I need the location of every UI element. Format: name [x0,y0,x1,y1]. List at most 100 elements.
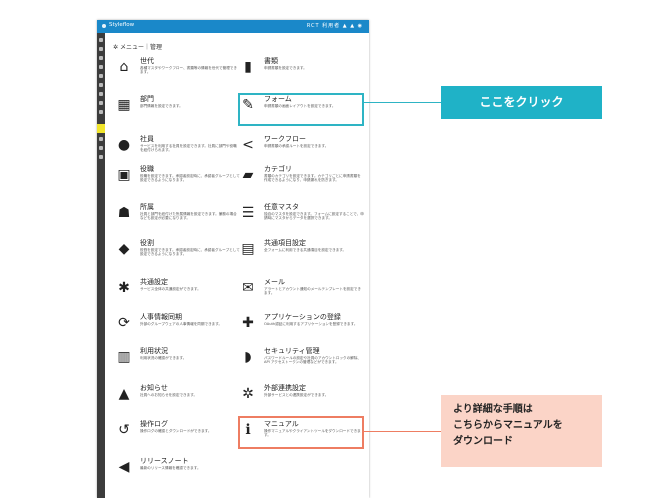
bell-icon: ▲ [118,386,130,402]
menu-item-folder[interactable]: ▰カテゴリ書類のカテゴリを設定できます。カテゴリごとに申請書類を作成できるように… [240,164,365,194]
menu-item-title[interactable]: 共通設定 [140,278,168,286]
menu-item-building[interactable]: ▦部門部門情報を設定できます。 [116,94,241,124]
menu-item-history[interactable]: ↺操作ログ操作ログの確認とダウンロードができます。 [116,419,241,449]
sidebar-doc-icon[interactable] [99,56,103,60]
menu-item-description: 役職を設定できます。承認者設定時に、承認者グループとして設定できるようになります… [140,174,240,183]
chart-icon: ▥ [117,349,131,365]
breadcrumb-text: メニュー｜管理 [119,44,162,51]
menu-item-title[interactable]: 操作ログ [140,420,168,428]
menu-item-description: 書類のカテゴリを設定できます。カテゴリごとに申請書類を作成できるようになり、申請… [264,174,361,183]
gears-icon: ✲ [242,386,254,402]
menu-item-tag[interactable]: ◆役割役割を設定できます。承認者設定時に、承認者グループとして設定できるようにな… [116,238,241,268]
menu-item-envelope[interactable]: ✉ メールアラートとアカウント通知のメールテンプレートを設定できます。 [240,277,365,307]
menu-item-description: 申請書類を設定できます。 [264,66,307,70]
envelope-icon: ✉ [242,280,254,296]
menu-item-description: 役割を設定できます。承認者設定時に、承認者グループとして設定できるようになります… [140,248,240,257]
menu-item-title[interactable]: 共通項目設定 [264,239,306,247]
sidebar-search-icon[interactable] [99,83,103,87]
gear-icon: ✱ [118,280,130,296]
menu-item-description: 各種マスタやワークフロー、書類等の情報を世代で管理できます。 [140,66,237,75]
menu-item-share[interactable]: < ワークフロー申請書類の承認ルートを設定できます。 [240,134,365,164]
menu-item-description: 独自のマスタを設定できます。フォームに設定することで、申請時にマスタからデータを… [264,212,364,221]
sidebar-list-icon[interactable] [99,110,103,114]
menu-item-user[interactable]: ●社員サービスを利用する社員を設定できます。社員に部門や役職を紐付けられます。 [116,134,241,164]
home-icon: ⌂ [119,59,129,75]
menu-item-description: パスワードルールの設定や社員のアカウントロックの解除、API アクセストークンの… [264,356,362,365]
menu-item-title[interactable]: 所属 [140,203,154,211]
sidebar-profile-icon[interactable] [99,137,103,141]
sidebar-user-icon[interactable] [99,92,103,96]
menu-item-title[interactable]: メール [264,278,285,286]
menu-item-title[interactable]: お知らせ [140,384,168,392]
list-icon: ☰ [241,205,255,221]
menu-item-title[interactable]: カテゴリ [264,165,292,173]
edit-icon: ✎ [242,97,254,113]
menu-item-title[interactable]: 任意マスタ [264,203,299,211]
menu-item-description: OAuth認証に利用するアプリケーションを登録できます。 [264,322,358,326]
menu-item-title[interactable]: アプリケーションの登録 [264,313,341,321]
menu-item-title[interactable]: 部門 [140,95,154,103]
menu-item-edit[interactable]: ✎フォーム申請書類の画面レイアウトを設定できます。 [240,94,365,124]
menu-item-description: 全フォームに利用できる共通項目を設定できます。 [264,248,347,252]
sidebar-chart-icon[interactable] [99,101,103,105]
menu-item-title[interactable]: リリースノート [140,457,189,465]
sidebar-tools-icon[interactable] [99,74,103,78]
menu-item-title[interactable]: セキュリティ管理 [264,347,320,355]
menu-item-table[interactable]: ▤共通項目設定全フォームに利用できる共通項目を設定できます。 [240,238,365,268]
brand-name: Styleflow [109,22,135,28]
menu-item-users[interactable]: ☗ 所属社員と部門を紐付けた所属情報を設定できます。兼務の場合なども設定が必要にな… [116,202,241,232]
menu-item-description: 外部のグループウェアの人事情報を同期できます。 [140,322,223,326]
sidebar [97,33,105,498]
manual-callout-line-2: こちらからマニュアルを [453,420,563,431]
menu-item-description: 社員と部門を紐付けた所属情報を設定できます。兼務の場合なども設定が必要になります… [140,212,237,221]
gears-icon: ✲ [113,44,120,51]
menu-item-title[interactable]: 役職 [140,165,154,173]
menu-item-description: 最新のリリース情報を確認できます。 [140,466,201,470]
users-icon: ☗ [117,205,131,221]
app-window: Styleflow RCT 利用者 ▲ ▲ ◉ ✲ メニュー｜管理 ⌂ 世代各種マ… [97,20,369,498]
menu-item-description: アラートとアカウント通知のメールテンプレートを設定できます。 [264,287,361,296]
manual-highlight-box [238,416,364,449]
sidebar-edit-icon[interactable] [99,47,103,51]
menu-item-description: 申請書類の承認ルートを設定できます。 [264,144,329,148]
menu-item-title[interactable]: 役割 [140,239,154,247]
top-navigation[interactable]: RCT 利用者 ▲ ▲ ◉ [306,23,363,29]
plus-icon: ✚ [242,315,254,331]
sidebar-home-icon[interactable] [99,38,103,42]
menu-item-title[interactable]: 社員 [140,135,154,143]
menu-item-title[interactable]: 外部連携設定 [264,384,306,392]
menu-item-title[interactable]: 書類 [264,57,278,65]
sidebar-settings-icon[interactable] [99,146,103,150]
menu-item-megaphone[interactable]: ◀リリースノート最新のリリース情報を確認できます。 [116,456,241,486]
menu-item-gear[interactable]: ✱ 共通設定サービス全体の共通設定ができます。 [116,277,241,307]
menu-item-title[interactable]: マニュアル [264,420,299,428]
menu-item-gears[interactable]: ✲外部連携設定外部サービスとの連携設定ができます。 [240,383,365,413]
menu-item-badge[interactable]: ▣ 役職役職を設定できます。承認者設定時に、承認者グループとして設定できるようにな… [116,164,241,194]
sidebar-inbox-icon[interactable] [99,65,103,69]
manual-download-callout: より詳細な手順は こちらからマニュアルを ダウンロード [441,395,602,467]
menu-item-description: サービス全体の共通設定ができます。 [140,287,201,291]
manual-callout-line-1: より詳細な手順は [453,404,533,415]
info-icon: ℹ [245,422,251,438]
menu-item-title[interactable]: フォーム [264,95,292,103]
badge-icon: ▣ [117,167,131,183]
menu-item-shield[interactable]: ◗セキュリティ管理パスワードルールの設定や社員のアカウントロックの解除、API … [240,346,365,376]
menu-item-title[interactable]: 利用状況 [140,347,168,355]
menu-item-description: 部門情報を設定できます。 [140,104,183,108]
share-icon: < [242,137,254,153]
menu-item-bell[interactable]: ▲お知らせ社員へのお知らせを設定できます。 [116,383,241,413]
menu-item-title[interactable]: ワークフロー [264,135,306,143]
sidebar-logout-icon[interactable] [99,155,103,159]
menu-item-description: サービスを利用する社員を設定できます。社員に部門や役職を紐付けられます。 [140,144,237,153]
menu-item-chart[interactable]: ▥利用状況利用状況の確認ができます。 [116,346,241,376]
sidebar-admin-icon[interactable] [97,124,105,133]
menu-item-home[interactable]: ⌂ 世代各種マスタやワークフロー、書類等の情報を世代で管理できます。 [116,56,241,86]
menu-item-list[interactable]: ☰ 任意マスタ独自のマスタを設定できます。フォームに設定することで、申請時にマスタ… [240,202,365,232]
menu-item-title[interactable]: 世代 [140,57,154,65]
menu-item-title[interactable]: 人事情報同期 [140,313,182,321]
menu-item-book[interactable]: ▮書類申請書類を設定できます。 [240,56,365,86]
menu-item-sync[interactable]: ⟳人事情報同期外部のグループウェアの人事情報を同期できます。 [116,312,241,342]
manual-connector-line [364,431,441,432]
